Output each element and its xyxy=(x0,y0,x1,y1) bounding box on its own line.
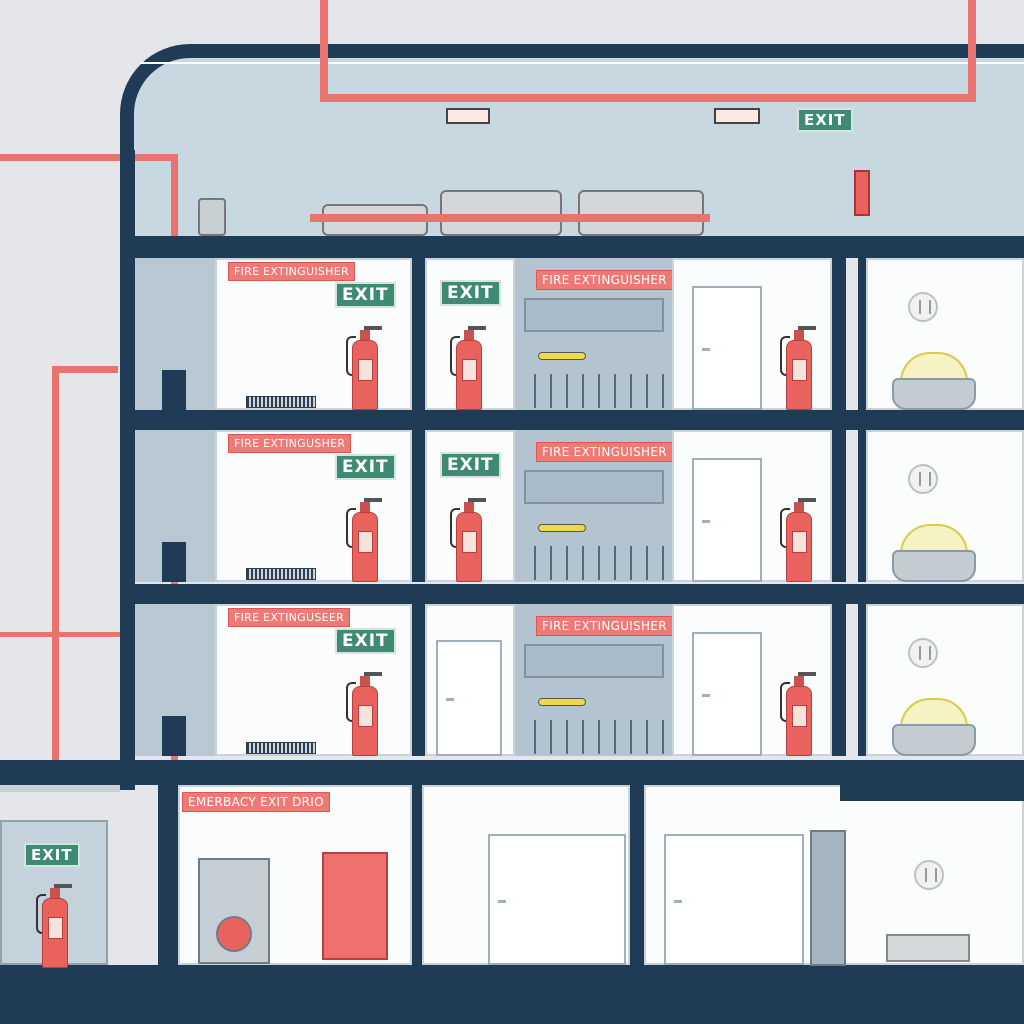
exit-sign: EXIT xyxy=(440,452,501,478)
yellow-valve xyxy=(538,524,586,532)
left-column xyxy=(120,150,135,790)
fire-extinguisher xyxy=(346,670,382,756)
pipe-grid xyxy=(520,546,670,580)
equipment-panel xyxy=(524,298,664,332)
exit-sign: EXIT xyxy=(335,282,396,308)
floor-vent xyxy=(246,568,316,580)
pipe xyxy=(0,154,178,161)
smoke-detector xyxy=(908,292,938,322)
fire-extinguisher xyxy=(346,324,382,410)
roof-duct-3 xyxy=(578,190,704,236)
ground-exit-sign: EXIT xyxy=(24,843,80,867)
fire-extinguisher xyxy=(36,882,72,968)
fire-extinguisher xyxy=(780,496,816,582)
wall xyxy=(412,430,425,582)
exit-sign: EXIT xyxy=(440,280,501,306)
wall xyxy=(412,604,425,756)
smoke-detector xyxy=(908,464,938,494)
duct-box xyxy=(162,542,186,582)
door[interactable] xyxy=(436,640,502,756)
wall xyxy=(412,258,425,410)
pipe xyxy=(52,366,59,778)
fire-extinguisher xyxy=(450,496,486,582)
wall xyxy=(858,258,866,410)
door[interactable] xyxy=(692,458,762,582)
pipe xyxy=(52,366,118,373)
pipe xyxy=(320,94,976,102)
roof-light-2 xyxy=(714,108,760,124)
double-door[interactable] xyxy=(664,834,804,965)
fire-extinguisher-sign: FIRE EXTINGUISHER xyxy=(536,616,673,636)
smoke-detector xyxy=(914,860,944,890)
emergency-light xyxy=(892,352,976,410)
smoke-detector xyxy=(908,638,938,668)
equipment-panel xyxy=(524,644,664,678)
floor-slab-2 xyxy=(120,584,1024,604)
door[interactable] xyxy=(692,632,762,756)
hose-cabinet[interactable] xyxy=(322,852,388,960)
fire-extinguisher-sign: FIRE EXTINGUISHER xyxy=(536,270,673,290)
yellow-valve xyxy=(538,698,586,706)
fire-extinguisher xyxy=(346,496,382,582)
bench xyxy=(886,934,970,962)
floor-slab-3 xyxy=(120,410,1024,430)
emergency-light xyxy=(892,524,976,582)
roof-exit-sign: EXIT xyxy=(797,108,853,132)
pipe xyxy=(320,0,328,100)
fire-extinguisher xyxy=(780,670,816,756)
ground-slab xyxy=(0,965,1024,1024)
fire-extinguisher-sign: FIRE EXTINGUISHER xyxy=(536,442,673,462)
floor-vent xyxy=(246,396,316,408)
wall xyxy=(858,604,866,756)
roof-light-1 xyxy=(446,108,490,124)
roof-duct-2 xyxy=(440,190,562,236)
door[interactable] xyxy=(692,286,762,410)
ground-column xyxy=(158,785,178,965)
equipment-panel xyxy=(524,470,664,504)
fire-extinguisher xyxy=(780,324,816,410)
fire-extinguisher xyxy=(450,324,486,410)
ground-wall xyxy=(412,785,422,965)
roof-bin xyxy=(198,198,226,236)
duct-box xyxy=(162,370,186,410)
double-door[interactable] xyxy=(488,834,626,965)
wall xyxy=(832,604,846,756)
fire-extinguisher-sign: FIRE EXTINGUSEER xyxy=(228,608,351,627)
ground-wall xyxy=(630,785,644,965)
pipe xyxy=(0,632,120,637)
alarm-button[interactable] xyxy=(216,916,252,952)
emergency-light xyxy=(892,698,976,756)
emergency-exit-banner: EMERBACY EXIT DRIO xyxy=(182,792,330,812)
utility-locker xyxy=(810,830,846,966)
roof-frame xyxy=(120,44,1024,244)
pipe-grid xyxy=(520,720,670,754)
wall xyxy=(832,430,846,582)
roof-inner-line xyxy=(140,62,1024,64)
pipe-grid xyxy=(520,374,670,408)
floor-slab-1 xyxy=(0,760,1024,785)
exit-sign: EXIT xyxy=(335,628,396,654)
fire-extinguisher-sign: FIRE EXTINGUISHER xyxy=(228,262,355,281)
fire-alarm-box xyxy=(854,170,870,216)
yellow-valve xyxy=(538,352,586,360)
floor-slab-roof xyxy=(120,236,1024,258)
fire-extinguisher-sign: FIRE EXTINGUSHER xyxy=(228,434,352,453)
exit-sign: EXIT xyxy=(335,454,396,480)
pipe xyxy=(968,0,976,100)
pipe xyxy=(310,214,710,222)
wall xyxy=(858,430,866,582)
ground-overhang xyxy=(840,785,1024,801)
duct-box xyxy=(162,716,186,756)
floor-vent xyxy=(246,742,316,754)
wall xyxy=(832,258,846,410)
